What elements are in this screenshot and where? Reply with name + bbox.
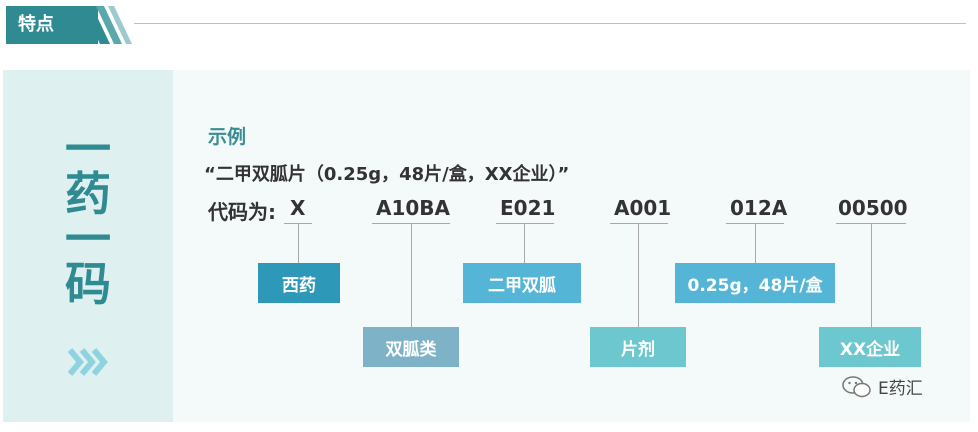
section-title-tag: 特点	[6, 6, 98, 44]
sidebar-char: 码	[65, 257, 111, 311]
category-box-label: 0.25g，48片/盒	[687, 275, 823, 296]
segment-underline	[610, 223, 668, 224]
example-label: 示例	[208, 126, 247, 148]
stripes-decoration	[82, 6, 132, 44]
code-segment: 012A	[730, 196, 788, 220]
category-box: 二甲双胍	[463, 263, 581, 303]
segment-underline	[496, 223, 554, 224]
connector-line	[638, 223, 639, 327]
category-box: 西药	[258, 263, 340, 303]
wechat-icon	[842, 375, 871, 397]
connector-line	[298, 223, 299, 263]
category-box-label: 二甲双胍	[488, 275, 556, 296]
code-segment: A001	[614, 196, 672, 220]
sidebar-char: 一	[65, 212, 111, 266]
sidebar-char: 一	[65, 122, 111, 176]
code-segment: E021	[500, 196, 556, 220]
code-label: 代码为:	[208, 200, 276, 224]
category-box: 双胍类	[363, 327, 459, 367]
sidebar-char: 药	[65, 167, 111, 221]
category-box: 片剂	[590, 327, 686, 367]
connector-line	[524, 223, 525, 263]
connector-line	[755, 223, 756, 263]
category-box-label: 双胍类	[385, 339, 437, 360]
sidebar-title: 一 药 一 码	[58, 122, 118, 311]
watermark-text: E药汇	[878, 379, 923, 399]
code-segment: A10BA	[376, 196, 451, 220]
category-box-label: 片剂	[621, 339, 655, 360]
code-segment: 00500	[838, 196, 908, 220]
chevron-right-icon	[68, 348, 108, 376]
header-divider	[134, 23, 966, 24]
connector-line	[411, 223, 412, 327]
watermark: E药汇	[842, 374, 923, 399]
category-box: 0.25g，48片/盒	[675, 263, 835, 303]
example-quote: “二甲双胍片（0.25g，48片/盒，XX企业）”	[204, 164, 570, 185]
section-title: 特点	[18, 14, 54, 35]
code-segment: X	[290, 196, 306, 220]
category-box-label: XX企业	[839, 339, 901, 360]
category-box: XX企业	[819, 327, 921, 367]
connector-line	[871, 223, 872, 327]
category-box-label: 西药	[282, 275, 316, 296]
